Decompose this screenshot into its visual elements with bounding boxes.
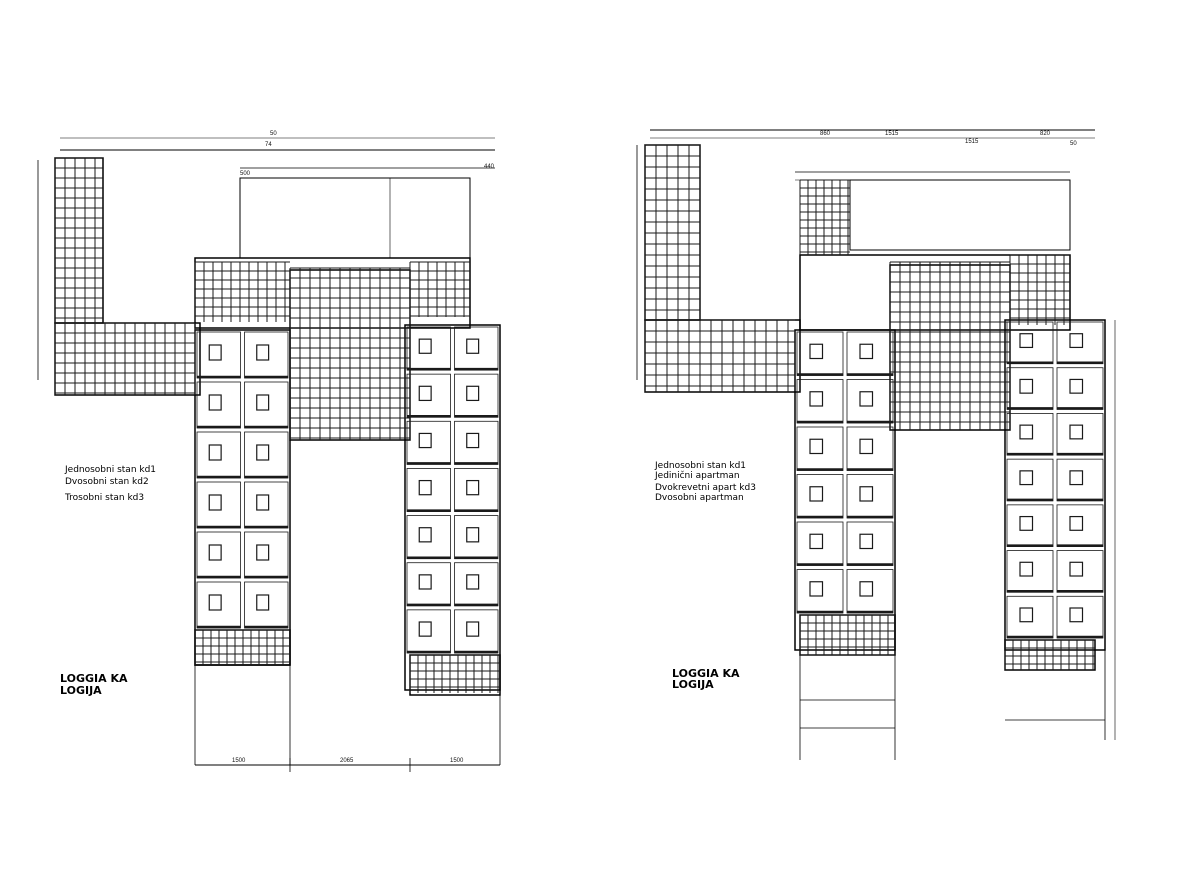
right-wing-grid <box>644 144 701 320</box>
right-legend-1: Jednosobni stan kd1 <box>654 461 746 471</box>
left-plan-title-2: LOGIJA <box>60 684 102 697</box>
right-legend-4: Dvosobni apartman <box>655 493 744 503</box>
right-bottom-left-grid <box>799 614 895 656</box>
left-bottom-left-grid <box>194 629 290 665</box>
right-plan-title-1: LOGGIA KA <box>672 667 740 680</box>
left-dim-top-2: 74 <box>265 142 272 148</box>
left-wing-grid <box>54 157 103 323</box>
left-upper-right-grid <box>409 261 470 317</box>
left-legend-1: Jednosobni stan kd1 <box>64 465 156 475</box>
right-dim-top-5: 50 <box>1070 141 1077 147</box>
right-plan-title-2: LOGIJA <box>672 678 714 691</box>
right-upper-left-grid <box>799 179 850 255</box>
right-dim-top-1: 1515 <box>885 131 899 137</box>
right-courtyard-grid <box>889 261 1011 430</box>
left-apartments-east <box>406 326 499 654</box>
left-bottom-right-grid <box>409 654 500 693</box>
right-legend-3: Dvokrevetni apart kd3 <box>655 483 756 493</box>
left-upper-left-grid <box>194 261 290 322</box>
left-dim-bottom-3: 1500 <box>450 758 464 764</box>
left-dim-top-3: 500 <box>240 171 251 177</box>
right-bottom-right-grid <box>1004 639 1095 670</box>
right-plan-room-details <box>796 321 1104 639</box>
left-plan-title-1: LOGGIA KA <box>60 672 128 685</box>
left-horizontal-grid <box>54 322 196 395</box>
right-upper-right-grid <box>1009 254 1070 325</box>
right-legend-2: Jedinični apartman <box>654 470 740 481</box>
left-apartments-west <box>196 331 289 629</box>
left-legend-2: Dvosobni stan kd2 <box>65 477 149 487</box>
right-floor-plan <box>636 129 1116 760</box>
left-dim-top-4: 440 <box>484 164 495 170</box>
left-dim-bottom-2: 2065 <box>340 758 354 764</box>
right-horizontal-grid <box>644 319 795 392</box>
right-dim-top-3: 820 <box>1040 131 1051 137</box>
right-plan-hatching <box>644 144 1095 670</box>
right-dim-top-4: 860 <box>820 131 831 137</box>
right-dim-top-2: 1515 <box>965 139 979 145</box>
right-apartments-east <box>1006 321 1104 639</box>
left-dim-top-1: 50 <box>270 131 277 137</box>
left-dim-bottom-1: 1500 <box>232 758 246 764</box>
left-plan-room-details <box>196 326 499 654</box>
left-courtyard-grid <box>289 267 411 440</box>
right-apartments-west <box>796 331 894 614</box>
left-plan-hatching <box>54 157 500 693</box>
left-legend-3: Trosobni stan kd3 <box>64 493 144 503</box>
